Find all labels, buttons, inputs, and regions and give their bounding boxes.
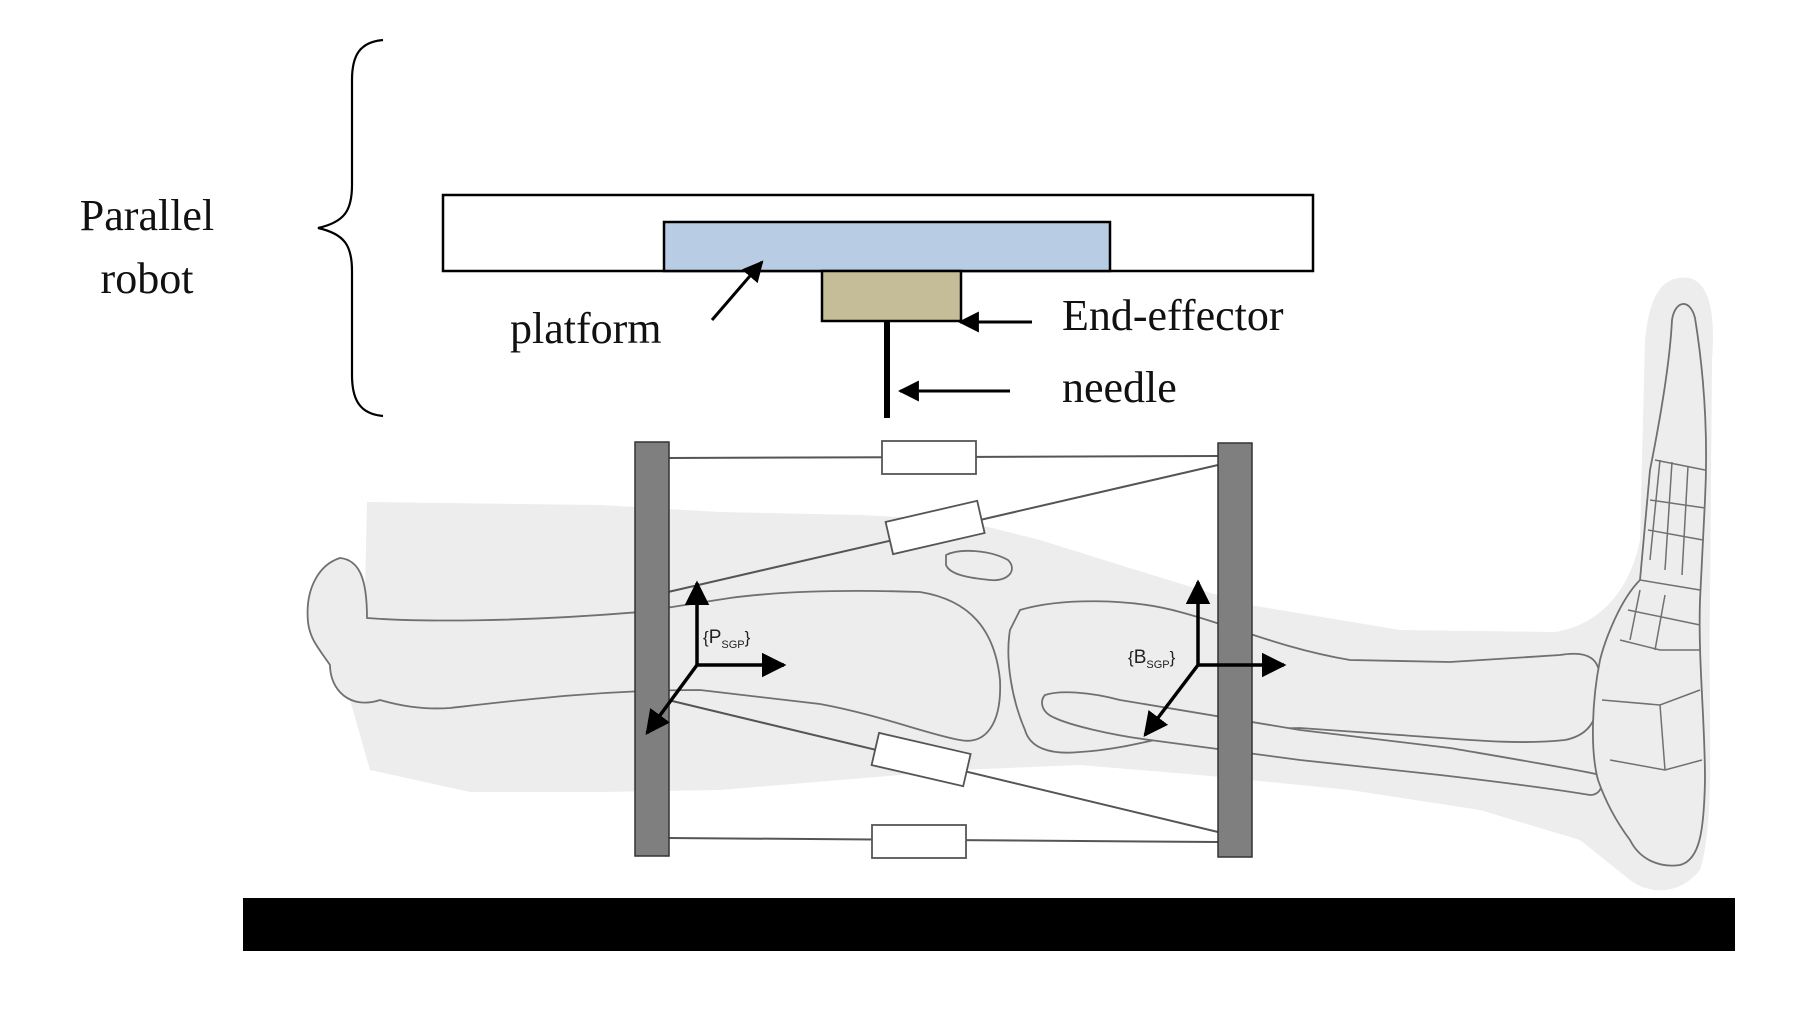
frame-p bbox=[645, 580, 787, 735]
fibula-bone bbox=[1041, 691, 1603, 796]
frame-b bbox=[1143, 579, 1287, 737]
frame-p-sub: SGP bbox=[721, 639, 744, 651]
platform-arrow bbox=[710, 260, 764, 321]
robot-platform bbox=[662, 220, 1112, 273]
platform-label: platform bbox=[510, 304, 662, 353]
actuator-upper bbox=[884, 499, 986, 556]
end-effector-label: End-effector bbox=[1062, 291, 1284, 340]
frame-p-axis-z bbox=[645, 663, 699, 735]
foot-bones bbox=[1592, 303, 1707, 867]
actuator-top bbox=[881, 440, 977, 475]
foot-bone-lines bbox=[1601, 459, 1706, 771]
frame-p-main: P bbox=[709, 627, 722, 648]
distal-ring bbox=[1217, 442, 1253, 858]
end-effector-block bbox=[820, 269, 963, 323]
actuator-bottom bbox=[871, 824, 967, 859]
parallel-robot-label-line2: robot bbox=[101, 254, 194, 303]
curly-brace bbox=[317, 38, 384, 418]
proximal-ring bbox=[634, 441, 670, 857]
patella-bone bbox=[945, 550, 1013, 582]
leg-illustration bbox=[306, 277, 1713, 891]
frame-b-axis-z bbox=[1143, 663, 1200, 737]
external-fixator bbox=[634, 440, 1253, 859]
needle-label: needle bbox=[1062, 363, 1177, 412]
frame-b-main: B bbox=[1134, 647, 1147, 668]
actuator-lower bbox=[870, 731, 972, 788]
frame-b-sub: SGP bbox=[1146, 659, 1169, 671]
table-base bbox=[243, 898, 1735, 951]
parallel-robot-label-line1: Parallel bbox=[80, 191, 214, 240]
leg-soft-tissue bbox=[350, 277, 1713, 891]
